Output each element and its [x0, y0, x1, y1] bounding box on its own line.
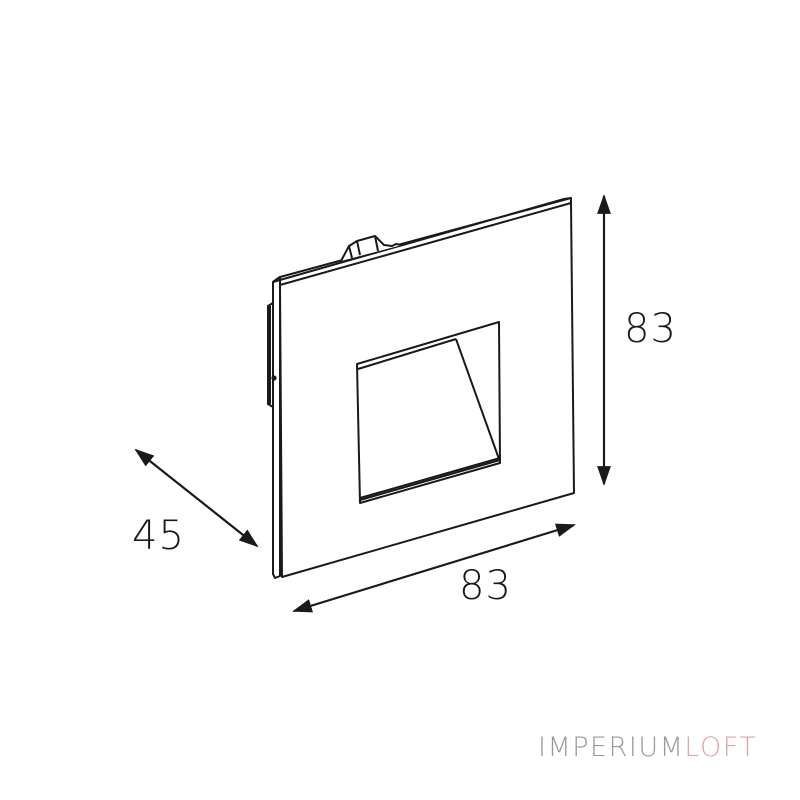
reflector-edge: [455, 338, 500, 460]
plate-left-edge: [272, 276, 281, 579]
light-aperture: [356, 321, 501, 504]
dimension-lines: [134, 194, 611, 613]
aperture-outline: [356, 321, 501, 504]
logo-text-imperium: IMPERIUM: [538, 732, 685, 763]
brand-logo: IMPERIUMLOFT: [538, 734, 757, 761]
side-clip: [267, 302, 277, 408]
height-dimension-label: 83: [624, 306, 677, 352]
logo-text-loft: LOFT: [684, 732, 758, 763]
width-dimension-label: 83: [459, 563, 512, 609]
depth-arrow: [134, 448, 259, 548]
depth-dimension-label: 45: [132, 513, 185, 559]
width-arrow: [292, 523, 576, 613]
top-clip: [340, 235, 403, 262]
